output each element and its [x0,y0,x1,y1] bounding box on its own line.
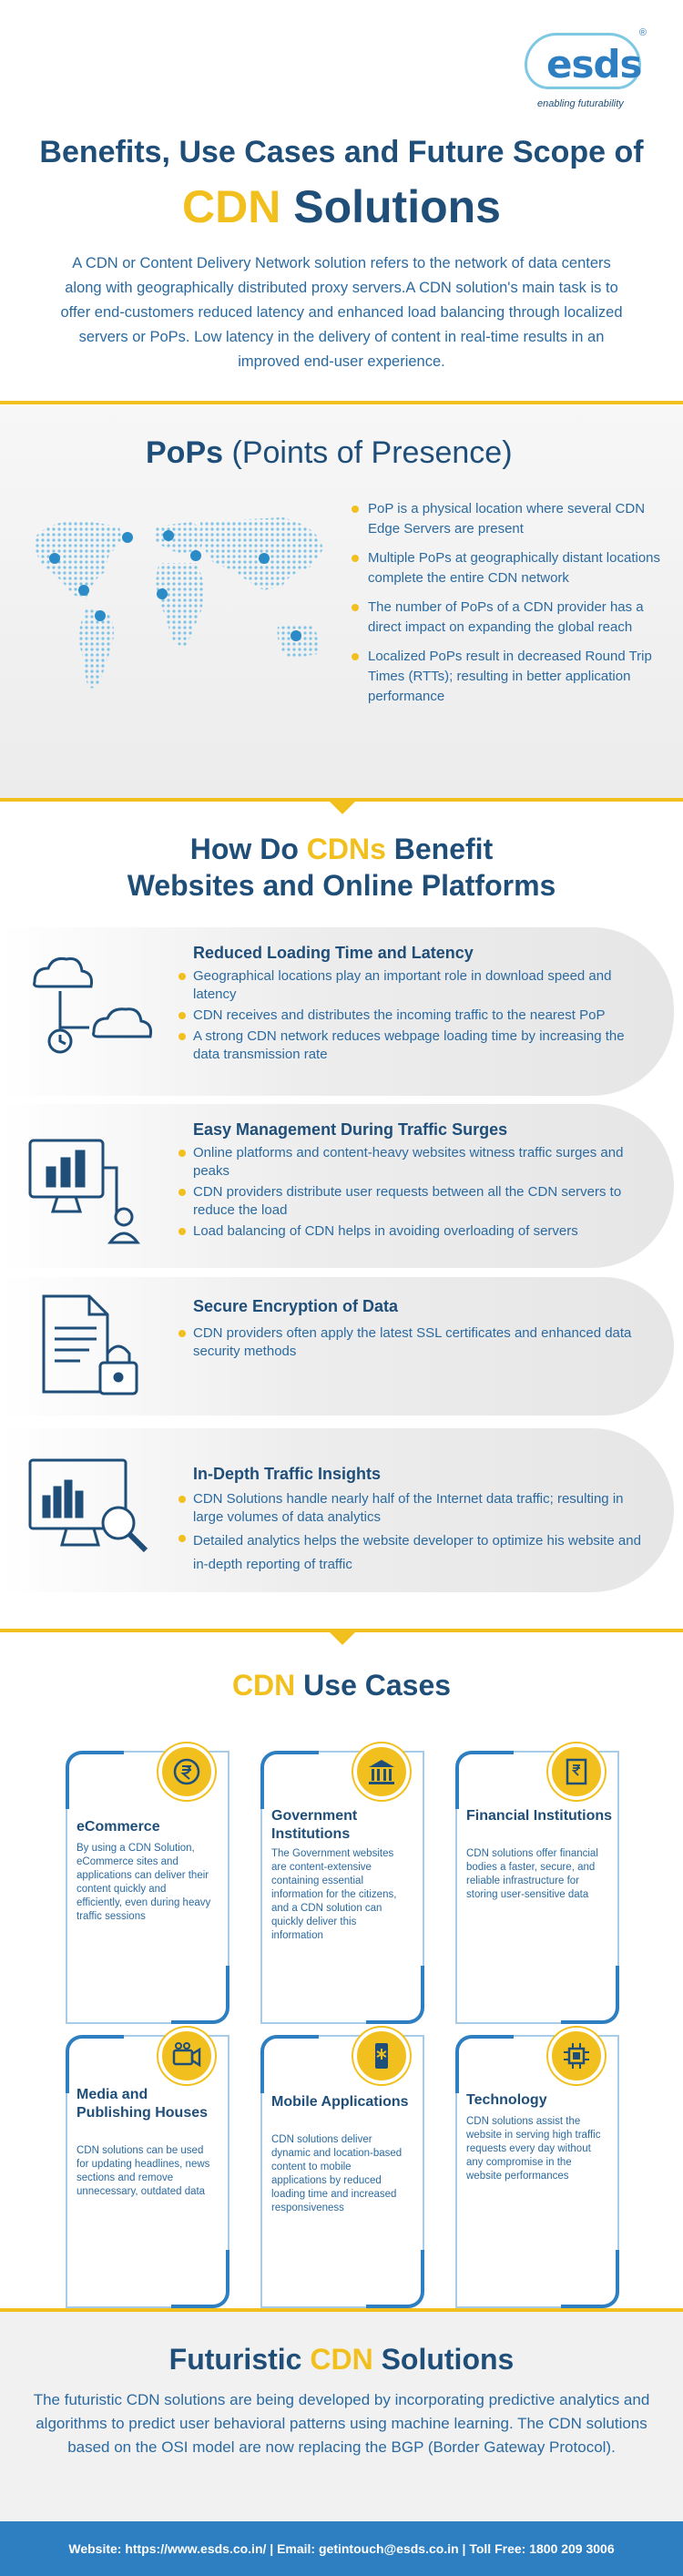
futuristic-section [0,2312,683,2521]
logo-text: esds [546,42,643,87]
use-case-body: CDN solutions deliver dynamic and locati… [271,2134,403,2213]
use-case-card-technology: Technology CDN solutions assist the webs… [455,2028,619,2308]
benefit-points: CDN providers often apply the latest SSL… [177,1324,650,1364]
section-divider [0,2308,683,2312]
cloud-transfer-icon [33,957,152,1054]
use-case-body: CDN solutions can be used for updating h… [76,2145,210,2197]
title-accent: CDN [182,181,281,232]
benefit-card: Secure Encryption of Data CDN providers … [0,1277,674,1416]
mobile-phone-icon [353,2028,410,2084]
use-case-body: CDN solutions assist the website in serv… [466,2116,601,2182]
footer-contact: Website: https://www.esds.co.in/ | Email… [0,2521,683,2576]
benefit-heading: Easy Management During Traffic Surges [193,1120,508,1139]
benefits-title-line2: Websites and Online Platforms [127,869,556,902]
page-title-line1: Benefits, Use Cases and Future Scope of [39,135,644,169]
benefit-point: Detailed analytics helps the website dev… [177,1529,650,1577]
pops-title: PoPs (Points of Presence) [146,435,513,471]
pops-bullets: PoP is a physical location where several… [350,499,668,716]
use-case-card-government: Government Institutions The Government w… [260,1743,424,2024]
section-divider-notch [330,1632,355,1645]
map-pin-icons [49,530,301,641]
benefit-point: CDN Solutions handle nearly half of the … [177,1490,650,1527]
use-case-body: The Government websites are content-exte… [271,1848,397,1941]
use-case-heading: eCommerce [76,1819,160,1835]
benefit-point: Online platforms and content-heavy websi… [177,1144,650,1181]
pops-bullet: PoP is a physical location where several… [350,499,668,539]
benefit-card: In-Depth Traffic Insights CDN Solutions … [0,1428,674,1592]
use-case-heading: Media and Publishing Houses [76,2087,209,2121]
document-lock-icon [42,1294,138,1395]
pops-title-light: (Points of Presence) [223,435,513,470]
use-case-card-mobile: Mobile Applications CDN solutions delive… [260,2028,424,2308]
intro-paragraph: A CDN or Content Delivery Network soluti… [60,255,623,370]
monitor-chart-icon [28,1139,141,1244]
use-case-body: By using a CDN Solution, eCommerce sites… [76,1843,211,1922]
video-camera-icon [158,2028,215,2084]
pops-title-bold: PoPs [146,435,224,470]
pops-bullet: Multiple PoPs at geographically distant … [350,548,668,588]
pops-section [0,406,683,798]
use-case-card-ecommerce: eCommerce By using a CDN Solution, eComm… [66,1743,229,2024]
section-divider-notch [330,802,355,814]
use-case-heading: Mobile Applications [271,2094,409,2110]
benefit-heading: Secure Encryption of Data [193,1297,399,1315]
use-case-card-financial: Financial Institutions CDN solutions off… [455,1743,619,2024]
benefit-points: Geographical locations play an important… [177,967,650,1067]
use-case-heading: Financial Institutions [466,1808,613,1824]
futuristic-title: Futuristic CDN Solutions [168,2343,515,2376]
benefit-point: CDN receives and distributes the incomin… [177,1007,650,1025]
use-case-heading: Government Institutions [271,1808,358,1842]
benefit-point: Load balancing of CDN helps in avoiding … [177,1222,650,1241]
analytics-magnifier-icon [28,1458,148,1553]
bank-icon [548,1743,605,1800]
title-rest: Solutions [280,181,501,232]
esds-logo: esds ® enabling futurability [519,26,647,117]
use-case-card-media: Media and Publishing Houses CDN solution… [66,2028,229,2308]
section-divider [0,401,683,404]
registered-mark: ® [638,27,647,38]
benefit-point: A strong CDN network reduces webpage loa… [177,1027,650,1064]
page-title-line2: CDN Solutions [0,180,683,233]
logo-tagline: enabling futurability [537,98,624,109]
benefits-title-line1: How Do CDNs Benefit [189,833,494,865]
world-map-icon [35,517,323,689]
benefit-point: CDN providers often apply the latest SSL… [177,1324,650,1361]
pops-bullet: Localized PoPs result in decreased Round… [350,647,668,707]
futuristic-body: The futuristic CDN solutions are being d… [33,2391,650,2456]
benefit-card: Reduced Loading Time and Latency Geograp… [0,927,674,1096]
use-case-body: CDN solutions offer financial bodies a f… [466,1848,598,1900]
benefit-point: CDN providers distribute user requests b… [177,1183,650,1220]
benefit-heading: Reduced Loading Time and Latency [193,944,474,962]
benefit-card: Easy Management During Traffic Surges On… [0,1104,674,1268]
section-divider [0,1629,683,1632]
benefit-points: Online platforms and content-heavy websi… [177,1144,650,1243]
benefit-heading: In-Depth Traffic Insights [193,1465,382,1483]
benefits-title: How Do CDNs Benefit Websites and Online … [0,831,683,904]
government-building-icon [353,1743,410,1800]
benefit-points: CDN Solutions handle nearly half of the … [177,1490,650,1579]
rupee-icon [158,1743,215,1800]
cloud-icon [525,33,641,89]
benefit-point: Geographical locations play an important… [177,967,650,1004]
chip-icon [548,2028,605,2084]
section-divider [0,798,683,802]
pops-bullet: The number of PoPs of a CDN provider has… [350,598,668,638]
use-cases-title: CDN Use Cases [231,1669,452,1702]
use-case-heading: Technology [466,2092,547,2108]
